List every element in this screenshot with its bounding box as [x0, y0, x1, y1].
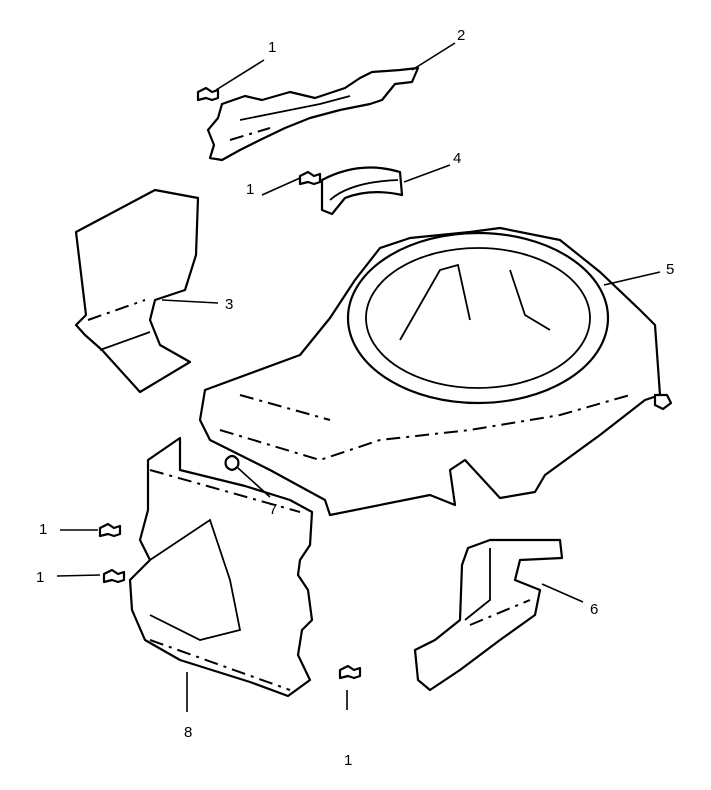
callout-1: 1: [268, 39, 276, 56]
leader-lines: [56, 42, 661, 712]
part-4-deflector: [320, 166, 404, 216]
callout-5: 5: [666, 261, 674, 278]
part-3-side-shield: [74, 188, 200, 394]
callout-4: 4: [453, 150, 461, 167]
screw-1b: [298, 170, 322, 186]
screw-1a: [196, 86, 220, 102]
callout-3: 3: [225, 296, 233, 313]
callout-1: 1: [246, 181, 254, 198]
callout-1: 1: [344, 752, 352, 769]
screw-1d: [102, 568, 126, 584]
callout-6: 6: [590, 601, 598, 618]
screw-1e: [338, 664, 362, 680]
callout-2: 2: [457, 27, 465, 44]
part-5-blower-housing: [198, 226, 673, 517]
callout-1: 1: [36, 569, 44, 586]
callout-1: 1: [39, 521, 47, 538]
screw-1c: [98, 522, 122, 538]
part-7-fastener: [224, 454, 240, 472]
callout-8: 8: [184, 724, 192, 741]
part-6-rear-baffle: [413, 538, 564, 692]
callout-7: 7: [269, 501, 277, 518]
part-2-upper-baffle: [206, 66, 420, 162]
part-8-front-shroud: [128, 436, 314, 698]
